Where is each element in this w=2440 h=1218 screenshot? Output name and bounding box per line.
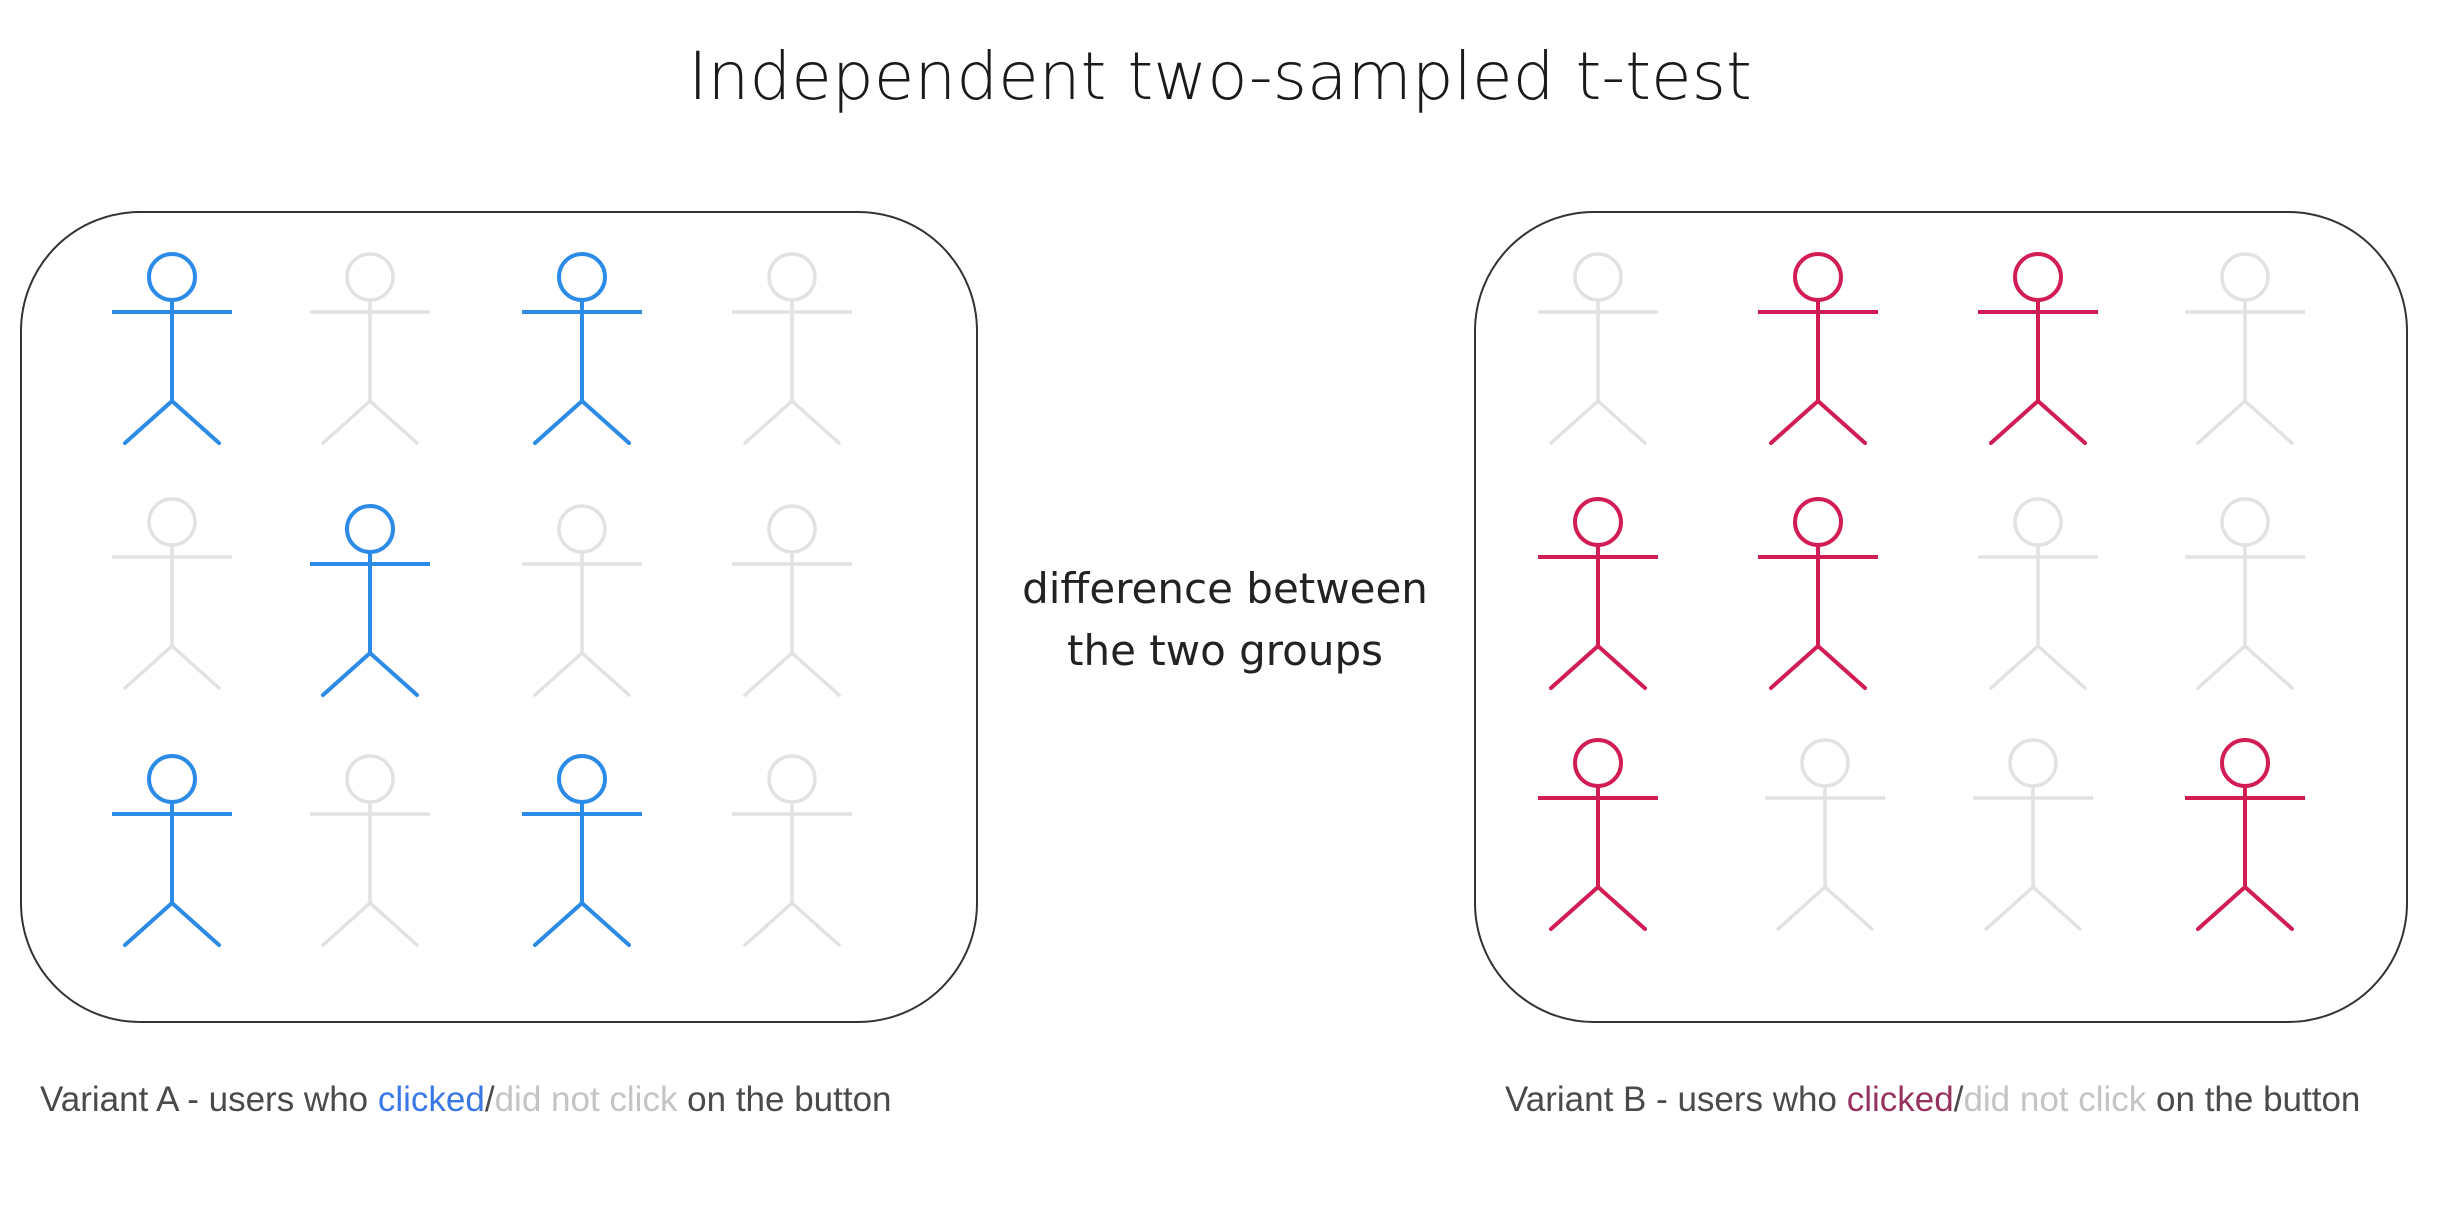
variant-b-user-icon-not-clicked [1971, 738, 2095, 931]
variant-b-user-icon-clicked [2183, 738, 2307, 931]
variant-b-user-icon-clicked [1756, 497, 1880, 690]
variant-a-user-icon-not-clicked [308, 252, 432, 445]
caption-b-prefix: Variant B - users who [1505, 1080, 1847, 1119]
variant-b-user-icon-not-clicked [2183, 252, 2307, 445]
variant-b-user-icon-clicked [1536, 497, 1660, 690]
caption-b-not-clicked: did not click [1963, 1080, 2147, 1119]
variant-a-panel [20, 211, 978, 1023]
difference-label-line2: the two groups [1066, 626, 1383, 675]
variant-b-user-icon-clicked [1976, 252, 2100, 445]
difference-label-line1: difference between [1022, 564, 1428, 613]
variant-b-user-icon-not-clicked [1763, 738, 1887, 931]
caption-b-clicked: clicked [1846, 1080, 1954, 1119]
variant-b-user-icon-not-clicked [1536, 252, 1660, 445]
variant-b-user-icon-not-clicked [1976, 497, 2100, 690]
variant-a-caption: Variant A - users who clicked/did not cl… [40, 1080, 892, 1120]
caption-b-slash: / [1953, 1080, 1964, 1119]
caption-a-not-clicked: did not click [494, 1080, 678, 1119]
variant-a-user-icon-clicked [308, 504, 432, 697]
variant-a-user-icon-clicked [110, 754, 234, 947]
variant-a-user-icon-clicked [520, 754, 644, 947]
variant-a-user-icon-not-clicked [520, 504, 644, 697]
caption-a-prefix: Variant A - users who [40, 1080, 378, 1119]
caption-b-suffix: on the button [2146, 1080, 2361, 1119]
variant-b-caption: Variant B - users who clicked/did not cl… [1505, 1080, 2360, 1120]
caption-a-clicked: clicked [377, 1080, 485, 1119]
variant-a-user-icon-not-clicked [730, 252, 854, 445]
diagram-title: Independent two-sampled t-test [688, 38, 1752, 115]
variant-a-user-icon-not-clicked [308, 754, 432, 947]
variant-a-user-icon-not-clicked [110, 497, 234, 690]
caption-a-slash: / [484, 1080, 495, 1119]
caption-a-suffix: on the button [677, 1080, 892, 1119]
variant-a-user-icon-clicked [110, 252, 234, 445]
variant-b-user-icon-not-clicked [2183, 497, 2307, 690]
variant-a-user-icon-not-clicked [730, 754, 854, 947]
variant-b-user-icon-clicked [1536, 738, 1660, 931]
variant-a-user-icon-clicked [520, 252, 644, 445]
difference-label: difference between the two groups [990, 558, 1460, 682]
variant-b-panel [1474, 211, 2408, 1023]
variant-b-user-icon-clicked [1756, 252, 1880, 445]
variant-a-user-icon-not-clicked [730, 504, 854, 697]
